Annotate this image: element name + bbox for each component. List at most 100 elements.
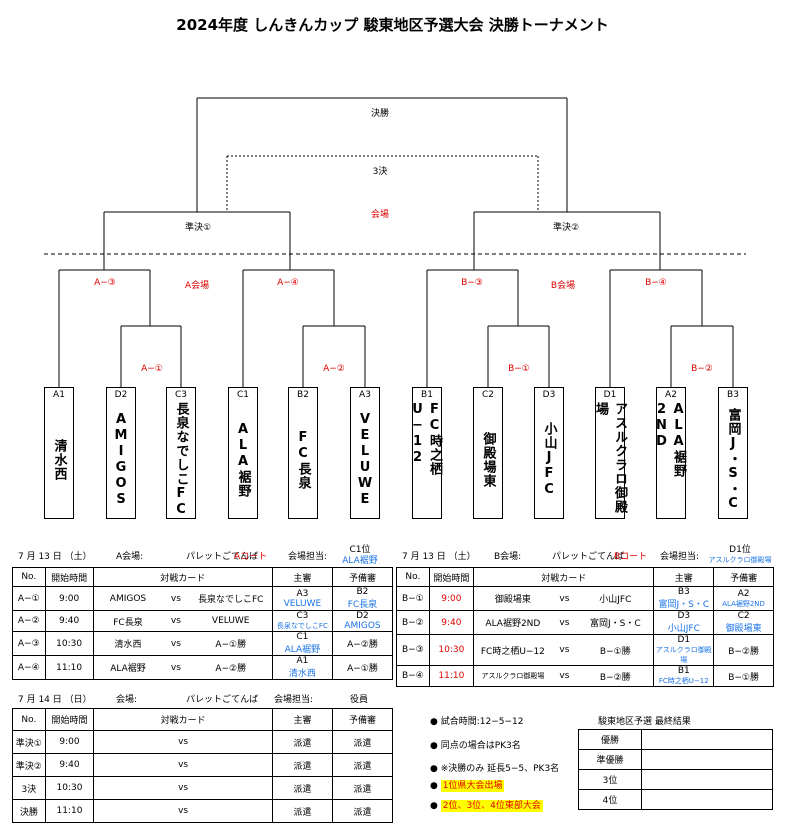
day1-b-venue-label: B会場:	[494, 552, 522, 562]
home-team: アスルクラロ御殿場	[473, 665, 552, 687]
start-time: 9:40	[44, 753, 95, 777]
team-code: B1	[412, 387, 442, 403]
referee-cell: A1 清水西	[271, 655, 333, 680]
sub-referee-cell: 派遣	[331, 799, 394, 823]
sub-referee-team: ALA裾野2ND	[722, 599, 765, 608]
start-time: 10:30	[44, 631, 94, 656]
sub-referee-cell: B−②勝	[713, 634, 774, 666]
table-row: 3位	[578, 769, 773, 790]
away-team: B−①勝	[577, 634, 655, 666]
referee-team: ALA裾野	[284, 645, 321, 655]
team-name: 御殿場東	[473, 402, 503, 519]
col-header: 予備審	[331, 708, 394, 731]
a-venue-label: A会場	[184, 281, 210, 291]
match-a1-label: A−①	[141, 364, 163, 374]
match-a4-label: A−④	[277, 278, 299, 288]
sub-referee-code: B2	[356, 587, 369, 597]
home-team: FC時之栖U−12	[473, 634, 552, 666]
day1-a-staff-label: 会場担当:	[288, 552, 328, 562]
team-name: ALA裾野2ND	[654, 402, 686, 519]
col-header: 予備審	[713, 567, 774, 587]
match-no: B−②	[396, 610, 430, 635]
away-team: 小山JFC	[577, 586, 655, 611]
referee-code: A1	[296, 656, 309, 666]
vs-text: vs	[93, 776, 273, 800]
match-no: B−①	[396, 586, 430, 611]
team-name: 小山JFC	[534, 402, 564, 519]
col-header: 開始時間	[44, 567, 94, 587]
team-name: ALA裾野	[228, 402, 258, 519]
home-team: FC長泉	[92, 610, 163, 632]
highlight-note: 2位、3位、4位東部大会	[440, 800, 543, 812]
home-team: ALA裾野	[92, 655, 163, 680]
team-code: B3	[718, 387, 748, 403]
referee-cell: 派遣	[271, 730, 333, 754]
vs-text: vs	[162, 610, 190, 632]
note-item: ● 同点の場合はPK3名	[430, 741, 521, 751]
vs-text: vs	[551, 586, 578, 611]
day1-a-schedule-table: No. 開始時間 対戦カード 主審 予備審 A−① 9:00 AMIGOS vs…	[12, 567, 394, 680]
sub-referee-cell: A−①勝	[331, 655, 394, 680]
day1-a-date: 7 月 13 日 （土）	[18, 552, 92, 562]
start-time: 11:10	[44, 799, 95, 823]
day1-a-court: Aコート	[234, 552, 268, 562]
referee-team: 清水西	[288, 669, 316, 679]
team-code: D1	[595, 387, 625, 403]
team-code: A1	[44, 387, 74, 403]
col-header: No.	[396, 567, 430, 587]
match-no: 3決	[12, 776, 46, 800]
match-a3-label: A−③	[94, 278, 116, 288]
referee-team: 富岡J・S・C	[658, 600, 710, 610]
team-code: B2	[288, 387, 318, 403]
home-team: 清水西	[92, 631, 163, 656]
match-no: B−③	[396, 634, 430, 666]
day1-a-venue-label: A会場:	[116, 552, 144, 562]
col-header: 主審	[271, 708, 333, 731]
semi2-label: 準決②	[552, 223, 580, 233]
col-header: 対戦カード	[473, 567, 655, 587]
vs-text: vs	[551, 634, 578, 666]
team-name: AMIGOS	[106, 402, 136, 519]
col-header: 対戦カード	[93, 708, 273, 731]
match-no: A−②	[12, 610, 46, 632]
semi1-label: 準決①	[184, 223, 212, 233]
result-rank: 4位	[578, 789, 642, 810]
sub-referee-team: AMIGOS	[344, 621, 381, 631]
col-header: 主審	[271, 567, 333, 587]
page-title: 2024年度 しんきんカップ 駿東地区予選大会 決勝トーナメント	[176, 16, 609, 34]
day1-b-venue: パレットごてんば	[552, 552, 625, 562]
referee-team: FC時之栖U−12	[658, 677, 709, 685]
home-team: ALA裾野2ND	[473, 610, 552, 635]
team-code: A3	[350, 387, 380, 403]
sub-referee-cell: 派遣	[331, 776, 394, 800]
day1-b-staff-label: 会場担当:	[660, 552, 700, 562]
start-time: 9:00	[44, 586, 94, 611]
note-item: ● 試合時間:12−5−12	[430, 717, 524, 727]
team-code: C2	[473, 387, 503, 403]
col-header: 予備審	[331, 567, 394, 587]
team-code: C1	[228, 387, 258, 403]
vs-text: vs	[162, 655, 190, 680]
col-header: 主審	[653, 567, 715, 587]
vs-text: vs	[93, 753, 273, 777]
match-b4-label: B−④	[645, 278, 667, 288]
col-header: 開始時間	[428, 567, 475, 587]
team-name: VELUWE	[350, 402, 380, 519]
referee-cell: 派遣	[271, 799, 333, 823]
highlight-note: 1位県大会出場	[440, 780, 505, 792]
result-team	[641, 749, 773, 770]
table-row: 準優勝	[578, 749, 773, 770]
table-row: 準決① 9:00 vs 派遣 派遣	[12, 730, 394, 754]
match-no: 準決①	[12, 730, 46, 754]
result-rank: 優勝	[578, 729, 642, 750]
referee-code: B3	[677, 587, 690, 597]
day1-b-staff-rank: D1位	[729, 545, 751, 555]
away-team: 長泉なでしこFC	[189, 586, 273, 611]
result-team	[641, 769, 773, 790]
